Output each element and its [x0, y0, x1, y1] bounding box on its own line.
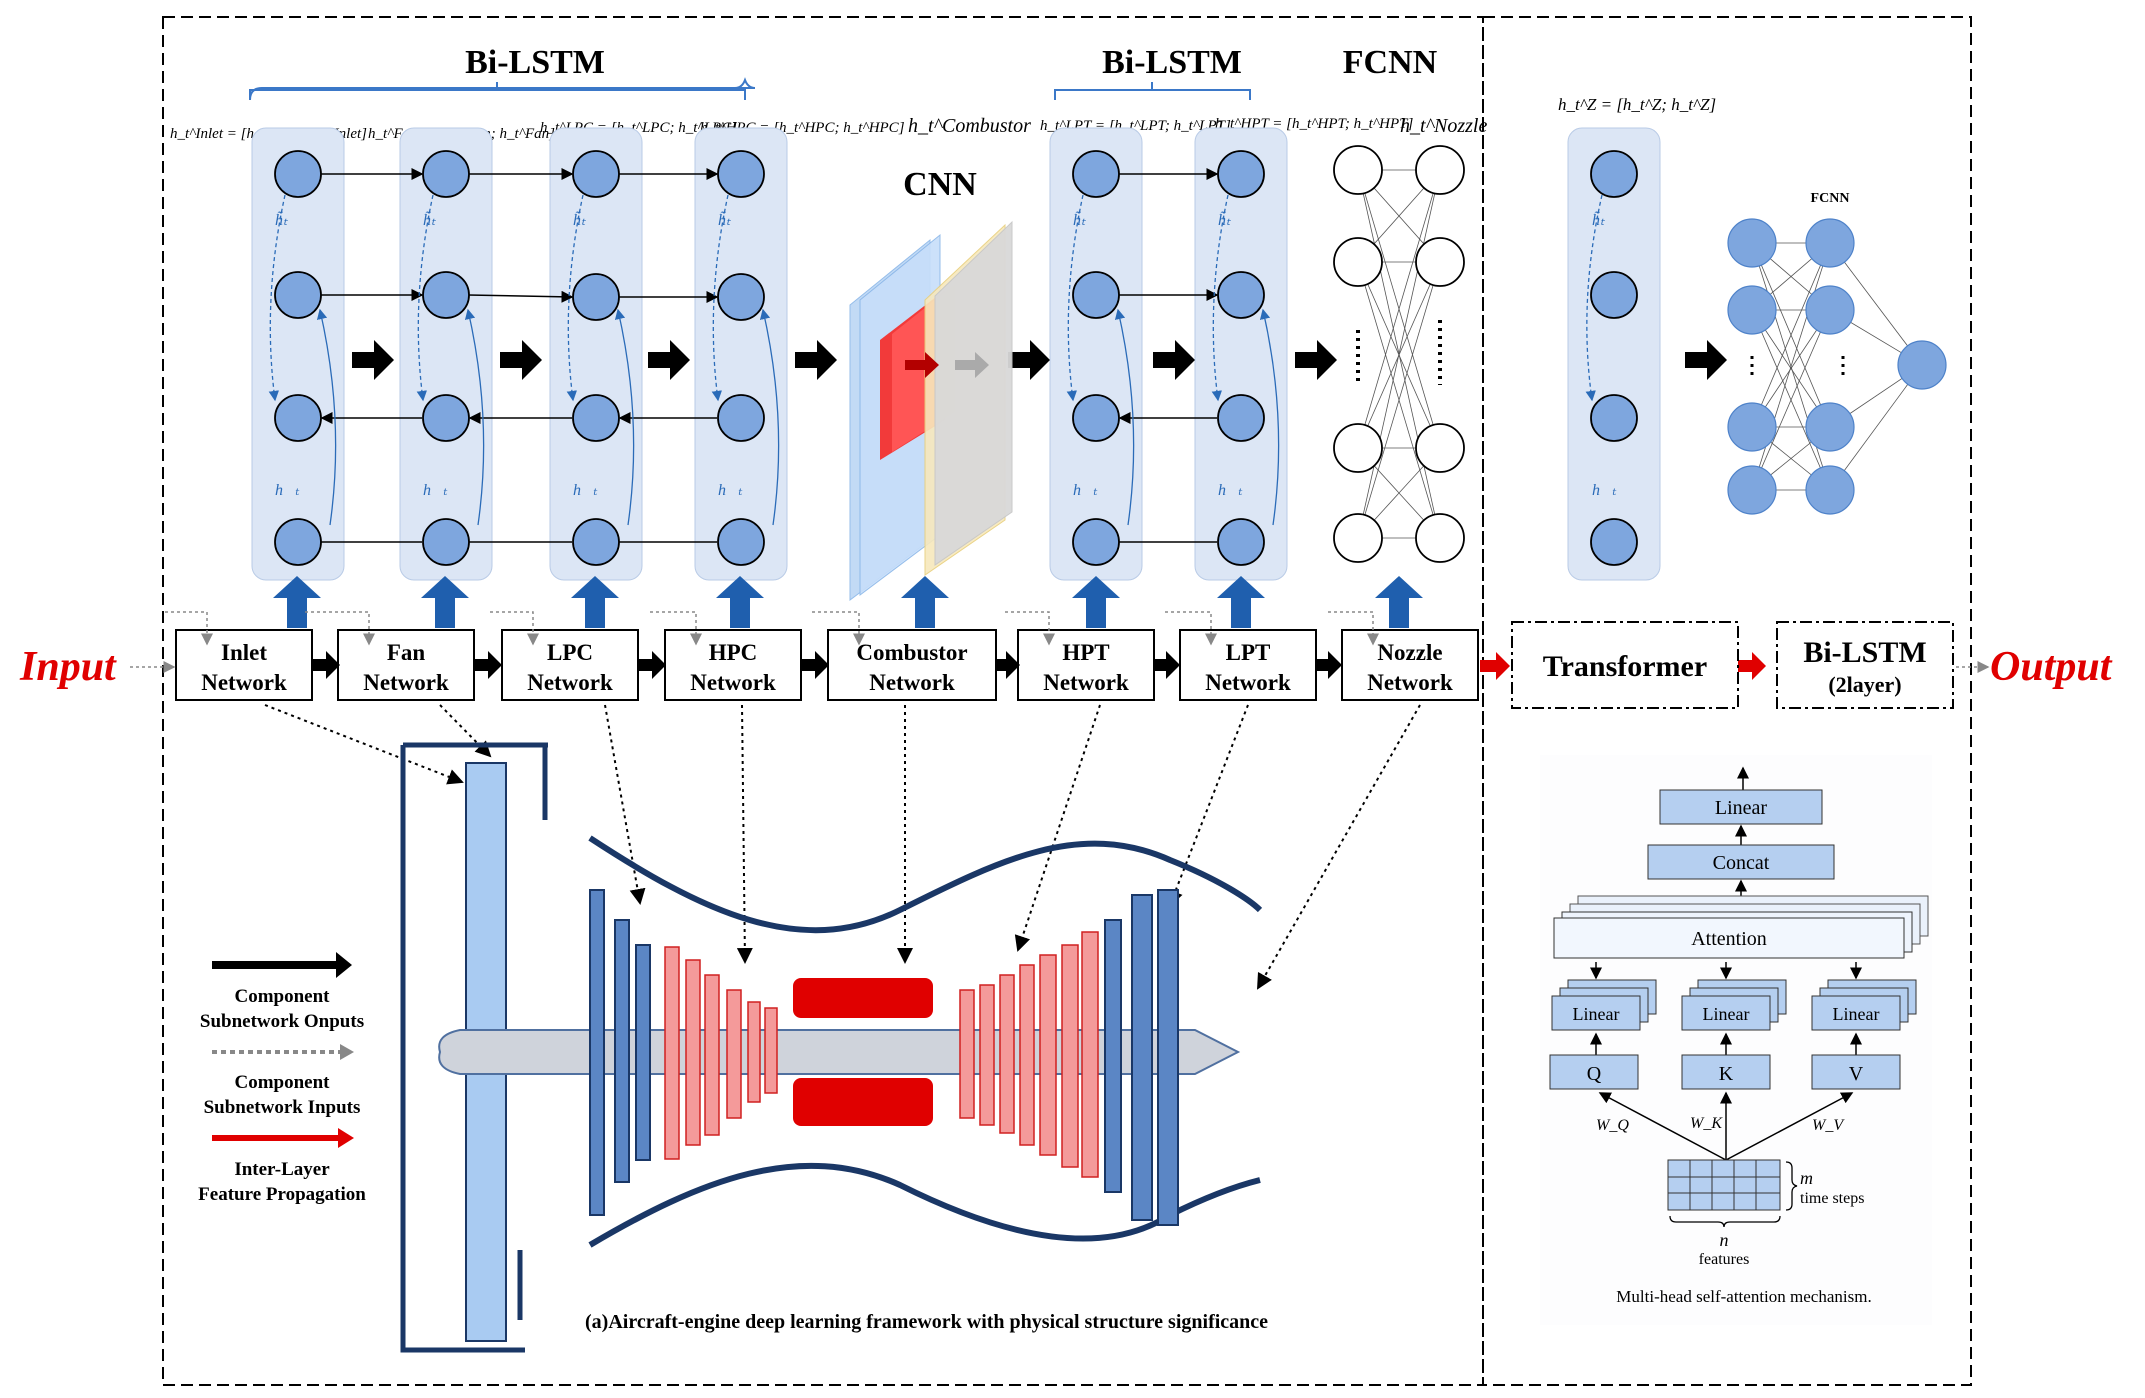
hpc-network-l1: HPC — [709, 640, 758, 665]
attn-m: m — [1800, 1168, 1813, 1188]
legend-solid-2: Subnetwork Onputs — [200, 1011, 364, 1032]
attn-linear-k: Linear — [1703, 1004, 1750, 1024]
bilstm-box-label: Bi-LSTM — [1803, 636, 1926, 669]
h-combustor-label: h_t^Combustor — [908, 115, 1031, 137]
pointer-lines — [264, 704, 1421, 990]
up-arrows — [273, 576, 1423, 628]
lpc-network-l2: Network — [527, 670, 613, 695]
hpt-network-l2: Network — [1043, 670, 1129, 695]
output-label: Output — [1990, 644, 2113, 690]
attn-v: V — [1849, 1063, 1864, 1085]
inlet-network-l1: Inlet — [221, 640, 267, 665]
legend-red-1: Inter-Layer — [234, 1159, 330, 1180]
svg-text:h⃗ₜ: h⃗ₜ — [718, 482, 742, 499]
hpt-network-l1: HPT — [1062, 640, 1109, 665]
transformer-label: Transformer — [1543, 650, 1707, 683]
svg-text:h⃗ₜ: h⃗ₜ — [1073, 482, 1097, 499]
svg-text:h⃗ₜ: h⃗ₜ — [275, 482, 299, 499]
attn-linear-q: Linear — [1573, 1004, 1620, 1024]
attn-linear-v: Linear — [1833, 1004, 1880, 1024]
svg-text:h⃗ₜ: h⃗ₜ — [1218, 482, 1242, 499]
attn-n: n — [1720, 1230, 1729, 1250]
h-nozzle-label: h_t^Nozzle — [1400, 115, 1487, 137]
lpc-network-l1: LPC — [547, 640, 593, 665]
fan-network-l2: Network — [363, 670, 449, 695]
bilstm-right-title: Bi-LSTM — [1102, 44, 1242, 81]
attn-q: Q — [1587, 1063, 1602, 1085]
fcnn-small-title: FCNN — [1811, 191, 1850, 206]
bilstm-box-sub: (2layer) — [1828, 672, 1901, 697]
engine-illustration — [400, 742, 1263, 1353]
lstm-horizontal-links — [320, 168, 1219, 543]
hpc-network-l2: Network — [690, 670, 776, 695]
transformer-box — [1511, 621, 1739, 709]
attn-caption: Multi-head self-attention mechanism. — [1616, 1287, 1871, 1306]
legend-dotted-2: Subnetwork Inputs — [204, 1097, 361, 1118]
attn-wq: W_Q — [1596, 1117, 1629, 1134]
nozzle-network-l1: Nozzle — [1377, 640, 1442, 665]
svg-text:h̃ₜ: h̃ₜ — [718, 211, 731, 229]
attn-time-steps: time steps — [1800, 1190, 1864, 1207]
lstm-nodes — [274, 150, 1638, 566]
bilstm-right-brace — [1054, 82, 1251, 100]
attention-diagram: Linear Concat Attention Linear Linear Li… — [1540, 755, 1932, 1325]
combustor-network-l2: Network — [869, 670, 955, 695]
legend-red-2: Feature Propagation — [198, 1184, 366, 1205]
svg-text:h̃ₜ: h̃ₜ — [1073, 211, 1086, 229]
bilstm-box — [1776, 621, 1954, 709]
legend-solid-1: Component — [234, 986, 330, 1007]
input-label: Input — [19, 644, 117, 690]
attn-wv: W_V — [1812, 1117, 1845, 1134]
stage-arrows — [352, 340, 1727, 380]
right-frame — [1482, 16, 1972, 1386]
nozzle-network-l2: Network — [1367, 670, 1453, 695]
combustor-network-l1: Combustor — [856, 640, 967, 665]
svg-text:h̃ₜ: h̃ₜ — [423, 211, 436, 229]
legend: Component Subnetwork Onputs Component Su… — [198, 952, 366, 1205]
attn-concat: Concat — [1713, 852, 1770, 874]
red-arrows — [1480, 652, 1766, 680]
attn-wk: W_K — [1690, 1115, 1723, 1132]
network-row: Inlet Network Fan Network LPC Network HP… — [165, 611, 1479, 701]
fan-network-l1: Fan — [387, 640, 426, 665]
cnn-title: CNN — [903, 166, 977, 203]
attn-k: K — [1719, 1063, 1734, 1085]
svg-text:h⃗ₜ: h⃗ₜ — [423, 482, 447, 499]
h-z-label: h_t^Z = [h_t^Z; h_t^Z] — [1558, 95, 1716, 114]
fcnn-title: FCNN — [1343, 44, 1438, 81]
svg-text:h⃗ₜ: h⃗ₜ — [1592, 482, 1616, 499]
lpt-network-l2: Network — [1205, 670, 1291, 695]
fcnn-right — [1727, 218, 1947, 515]
svg-text:h̃ₜ: h̃ₜ — [573, 211, 586, 229]
bilstm-left-title: Bi-LSTM — [465, 44, 605, 81]
svg-text:h̃ₜ: h̃ₜ — [1218, 211, 1231, 229]
legend-dotted-1: Component — [234, 1072, 330, 1093]
framework-caption: (a)Aircraft-engine deep learning framewo… — [585, 1311, 1268, 1333]
lpt-network-l1: LPT — [1226, 640, 1271, 665]
z-panel — [1567, 127, 1661, 581]
svg-text:h̃ₜ: h̃ₜ — [1592, 211, 1605, 229]
attn-linear-top: Linear — [1715, 797, 1768, 819]
cnn-layers — [849, 220, 1013, 601]
inlet-network-l2: Network — [201, 670, 287, 695]
attn-features: features — [1699, 1251, 1750, 1268]
bilstm-left-panels — [251, 127, 788, 581]
attn-attention: Attention — [1691, 928, 1767, 950]
fcnn-nozzle — [1333, 145, 1465, 563]
bilstm-right-panels — [1049, 127, 1288, 581]
svg-text:h⃗ₜ: h⃗ₜ — [573, 482, 597, 499]
svg-text:h̃ₜ: h̃ₜ — [275, 211, 288, 229]
